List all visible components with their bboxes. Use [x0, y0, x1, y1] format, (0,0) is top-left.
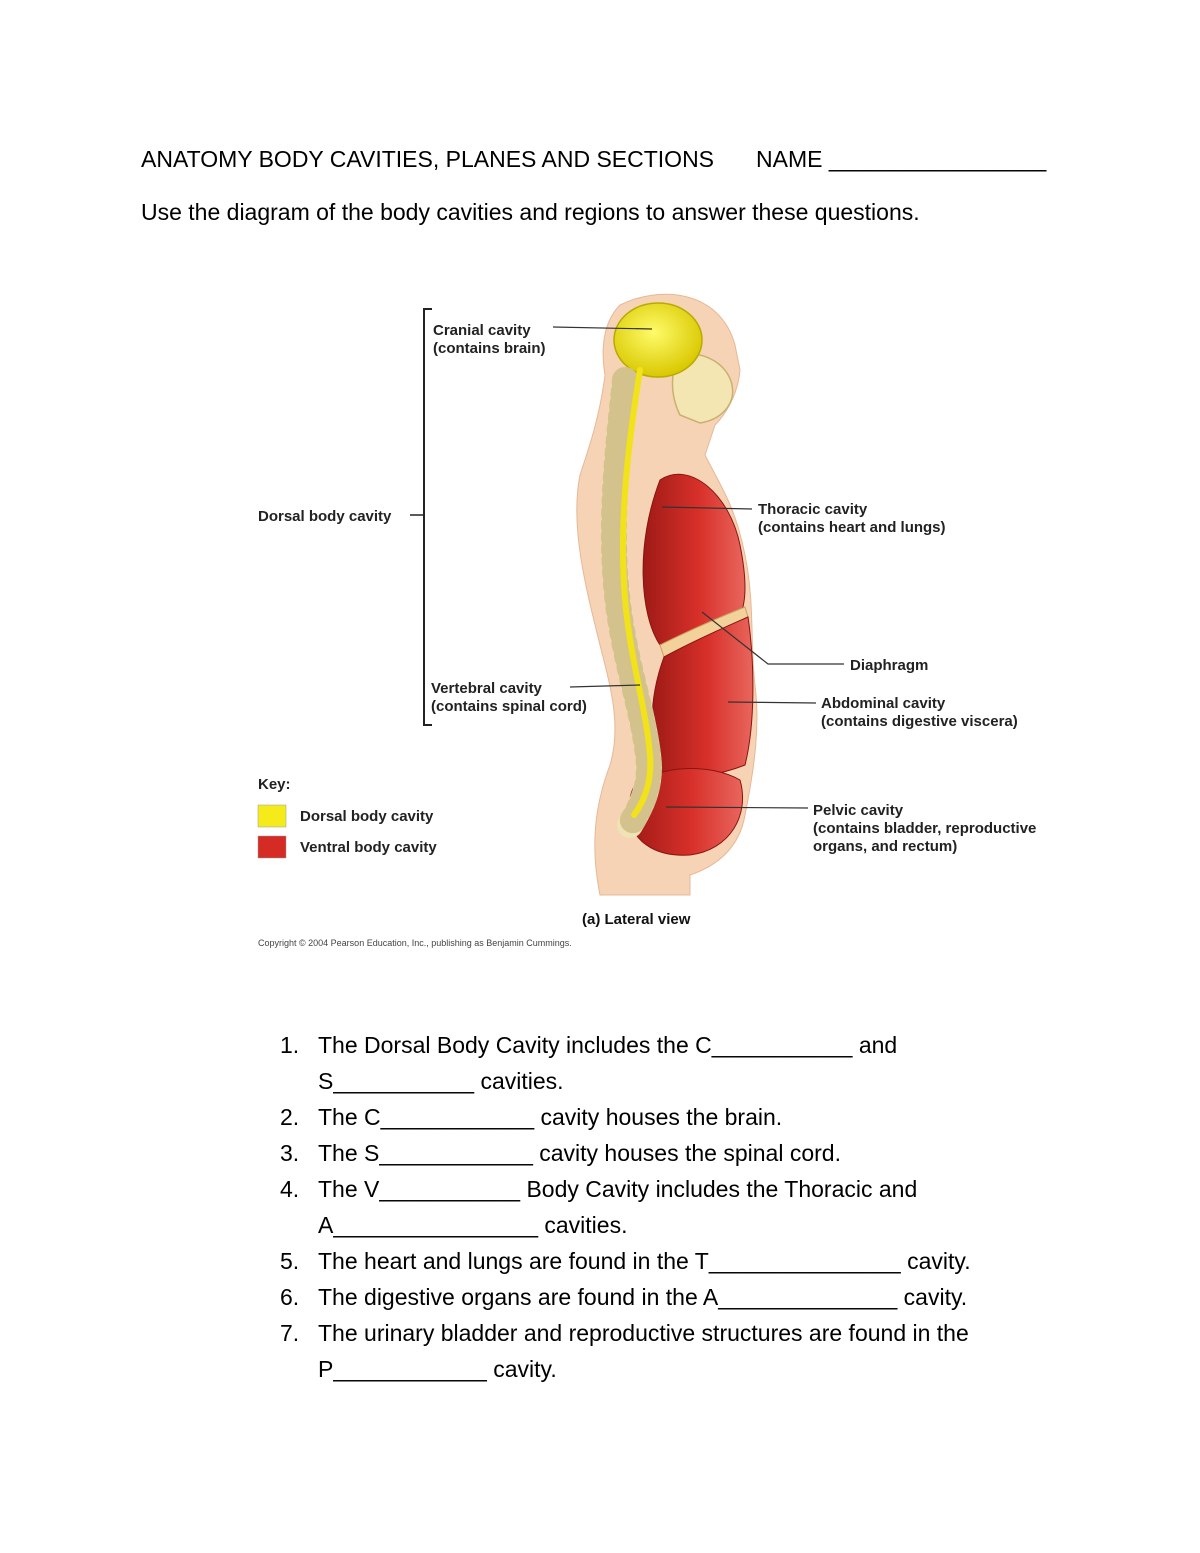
- key-label-ventral: Ventral body cavity: [300, 839, 437, 856]
- key-swatch-ventral: [257, 835, 287, 859]
- label-dorsal: Dorsal body cavity: [258, 508, 392, 525]
- dorsal-bracket: [423, 308, 432, 726]
- label-pelvic-1: Pelvic cavity: [813, 802, 904, 819]
- figure-caption: (a) Lateral view: [582, 911, 691, 928]
- leader-vertebral: [569, 684, 641, 688]
- label-abdominal-2: (contains digestive viscera): [821, 713, 1018, 730]
- label-pelvic-2: (contains bladder, reproductive: [813, 820, 1036, 837]
- question-text: The digestive organs are found in the A_…: [318, 1284, 968, 1310]
- question-text: The S____________ cavity houses the spin…: [318, 1140, 841, 1166]
- question-number: 1.: [280, 1032, 300, 1058]
- question-item: 6. The digestive organs are found in the…: [280, 1279, 1080, 1315]
- key-label-dorsal: Dorsal body cavity: [300, 808, 434, 825]
- question-number: 6.: [280, 1284, 300, 1310]
- question-text-continued: P____________ cavity.: [318, 1356, 557, 1382]
- question-text: The heart and lungs are found in the T__…: [318, 1248, 971, 1274]
- question-number: 4.: [280, 1176, 300, 1202]
- label-cranial-1: Cranial cavity: [433, 322, 531, 339]
- key-swatch-dorsal: [257, 804, 287, 828]
- question-item: 3. The S____________ cavity houses the s…: [280, 1135, 1080, 1171]
- question-item: 2. The C____________ cavity houses the b…: [280, 1099, 1080, 1135]
- label-cranial-2: (contains brain): [433, 340, 546, 357]
- label-abdominal-1: Abdominal cavity: [821, 695, 946, 712]
- leader-thoracic: [661, 506, 753, 510]
- question-number: 2.: [280, 1104, 300, 1130]
- question-number: 3.: [280, 1140, 300, 1166]
- label-thoracic-2: (contains heart and lungs): [758, 519, 946, 536]
- name-field-label: NAME _________________: [756, 146, 1047, 172]
- question-text: The C____________ cavity houses the brai…: [318, 1104, 783, 1130]
- label-vertebral-1: Vertebral cavity: [431, 680, 543, 697]
- question-text: The Dorsal Body Cavity includes the C___…: [318, 1032, 898, 1058]
- instructions: Use the diagram of the body cavities and…: [141, 199, 920, 225]
- skull: [671, 353, 734, 424]
- page-title: ANATOMY BODY CAVITIES, PLANES AND SECTIO…: [141, 146, 715, 172]
- question-list: 1. The Dorsal Body Cavity includes the C…: [280, 1027, 1080, 1387]
- question-text: The V___________ Body Cavity includes th…: [318, 1176, 918, 1202]
- label-diaphragm: Diaphragm: [850, 657, 928, 674]
- cranial-cavity-shape: [613, 302, 703, 378]
- question-text: The urinary bladder and reproductive str…: [318, 1320, 969, 1346]
- body-cavities-diagram: Cranial cavity (contains brain) Dorsal b…: [250, 285, 1090, 955]
- label-thoracic-1: Thoracic cavity: [758, 501, 868, 518]
- question-item: 4. The V___________ Body Cavity includes…: [280, 1171, 1080, 1243]
- copyright-notice: Copyright © 2004 Pearson Education, Inc.…: [258, 938, 572, 948]
- question-text-continued: A________________ cavities.: [318, 1212, 628, 1238]
- leader-diaphragm: [701, 611, 844, 665]
- leader-abdominal: [727, 701, 817, 704]
- leader-pelvic: [665, 806, 809, 809]
- label-pelvic-3: organs, and rectum): [813, 838, 957, 855]
- question-number: 5.: [280, 1248, 300, 1274]
- question-text-continued: S___________ cavities.: [318, 1068, 564, 1094]
- spinal-cord: [619, 367, 654, 818]
- key-title: Key:: [258, 776, 291, 793]
- label-vertebral-2: (contains spinal cord): [431, 698, 587, 715]
- header: ANATOMY BODY CAVITIES, PLANES AND SECTIO…: [141, 146, 1061, 178]
- leader-cranial: [552, 326, 653, 330]
- question-number: 7.: [280, 1320, 300, 1346]
- diagram-svg: Cranial cavity (contains brain) Dorsal b…: [257, 293, 1036, 948]
- question-item: 7. The urinary bladder and reproductive …: [280, 1315, 1080, 1387]
- question-item: 1. The Dorsal Body Cavity includes the C…: [280, 1027, 1080, 1099]
- question-item: 5. The heart and lungs are found in the …: [280, 1243, 1080, 1279]
